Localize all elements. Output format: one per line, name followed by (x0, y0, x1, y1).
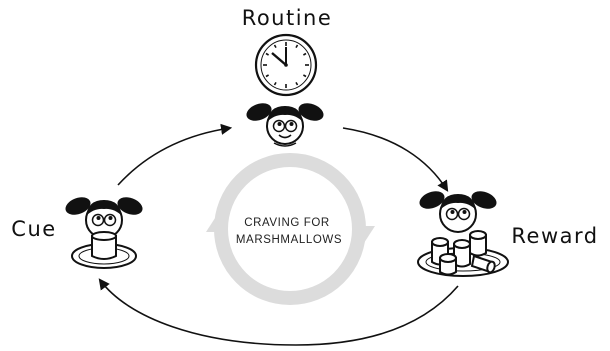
reward-figure (417, 191, 509, 277)
girl-icon (246, 103, 324, 147)
cue-figure (65, 197, 143, 269)
craving-ring (206, 153, 375, 305)
cue-label: Cue (11, 217, 56, 241)
ring-arrowhead-right (353, 226, 375, 243)
girl-icon-routine (246, 103, 324, 147)
center-text-line2: MARSHMALLOWS (236, 234, 342, 246)
arrow-cue-to-routine (117, 123, 233, 186)
ring-arrowhead-left (206, 215, 228, 232)
center-text-line1: CRAVING FOR (244, 217, 330, 229)
arrow-reward-to-cue (98, 278, 459, 346)
clock-icon (254, 33, 318, 97)
reward-label: Reward (511, 224, 598, 248)
arrow-routine-to-reward (342, 127, 449, 192)
marshmallows-icon (431, 230, 496, 276)
cup-icon (91, 231, 117, 260)
routine-label: Routine (242, 6, 333, 30)
